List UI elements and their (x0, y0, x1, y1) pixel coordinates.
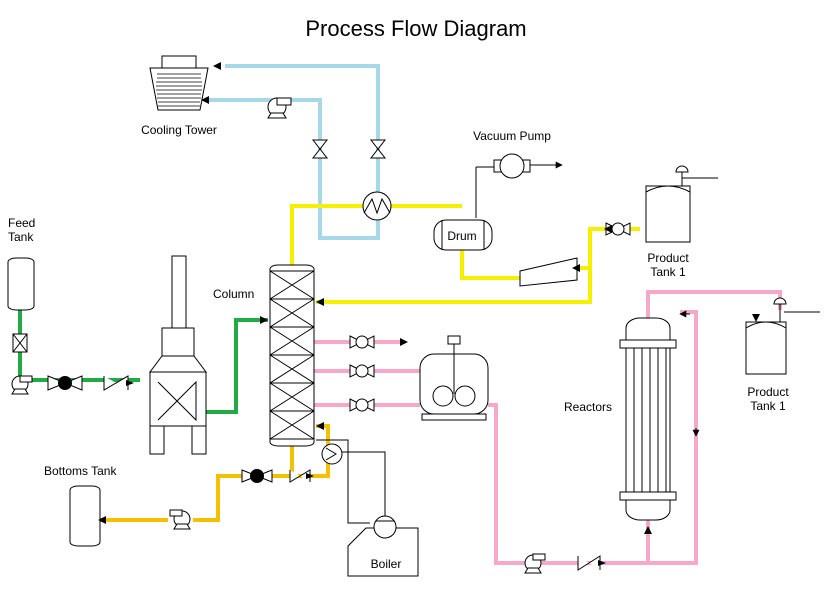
side-draw-valve-3 (349, 398, 375, 412)
reflux-pump (519, 257, 580, 287)
reflux-pipe (316, 266, 592, 304)
cooling-tower (149, 55, 209, 111)
product-a-pipe (588, 227, 640, 268)
feed-control-valve (47, 375, 83, 391)
agitated-vessel (419, 335, 489, 421)
reactor-check-valve (577, 555, 606, 571)
product-tank-b (745, 297, 787, 375)
product-tank-a-label-1: Product (647, 251, 689, 265)
feed-check-valve (103, 375, 134, 391)
diagram-title: Process Flow Diagram (305, 16, 526, 41)
vacuum-pump-label: Vacuum Pump (473, 129, 551, 143)
cooling-water-pump (267, 97, 292, 119)
column-label: Column (213, 287, 254, 301)
bottoms-tank-label: Bottoms Tank (44, 464, 117, 478)
reboiler (321, 443, 343, 465)
reactor-feed-pipe (488, 403, 650, 565)
feed-pump (11, 375, 33, 395)
feed-pipe-2 (206, 318, 268, 414)
reactors-label: Reactors (564, 400, 612, 414)
feed-tank-label-2: Tank (8, 230, 34, 244)
feed-tank (7, 257, 35, 311)
bottoms-tank (69, 485, 106, 547)
reactors (619, 317, 677, 534)
feed-pipe-1 (18, 310, 140, 382)
cooling-valve-2 (369, 139, 387, 159)
feed-furnace (149, 255, 207, 455)
overhead-vapor-pipe (290, 204, 462, 265)
drum-outlet-pipe (460, 245, 520, 280)
cooling-valve-1 (311, 139, 329, 159)
cooling-water-lines (205, 64, 380, 240)
reflux-drum (433, 219, 493, 251)
bottoms-control-valve (241, 469, 273, 483)
product-tank-b-label-1: Product (747, 385, 789, 399)
product-tank-b-label-2: Tank 1 (750, 399, 786, 413)
feed-tank-label-1: Feed (8, 216, 35, 230)
product-tank-a (645, 165, 691, 243)
boiler (347, 515, 419, 577)
feed-valve (12, 333, 28, 353)
vacuum-pump (493, 153, 531, 179)
product-tank-a-label-2: Tank 1 (650, 265, 686, 279)
reactor-feed-pump (524, 553, 546, 574)
cooling-water-return-pipe (205, 64, 380, 240)
column-bottoms-pipe (193, 446, 294, 522)
drum-label: Drum (447, 229, 476, 243)
reactor-recycle-pipe (648, 310, 698, 565)
boiler-label: Boiler (371, 557, 402, 571)
utility-lines (316, 161, 820, 524)
condenser (362, 191, 392, 221)
cooling-tower-label: Cooling Tower (141, 123, 217, 137)
bottoms-pump (169, 509, 191, 530)
side-draw-valve-1 (349, 335, 408, 349)
overhead-lines (290, 204, 640, 304)
feed-lines (18, 310, 268, 414)
side-draw-valve-2 (349, 364, 375, 378)
bottoms-check-valve (289, 469, 314, 483)
reactor-top-pipe (646, 290, 782, 318)
product-a-valve (604, 222, 631, 236)
distillation-column (260, 264, 324, 447)
